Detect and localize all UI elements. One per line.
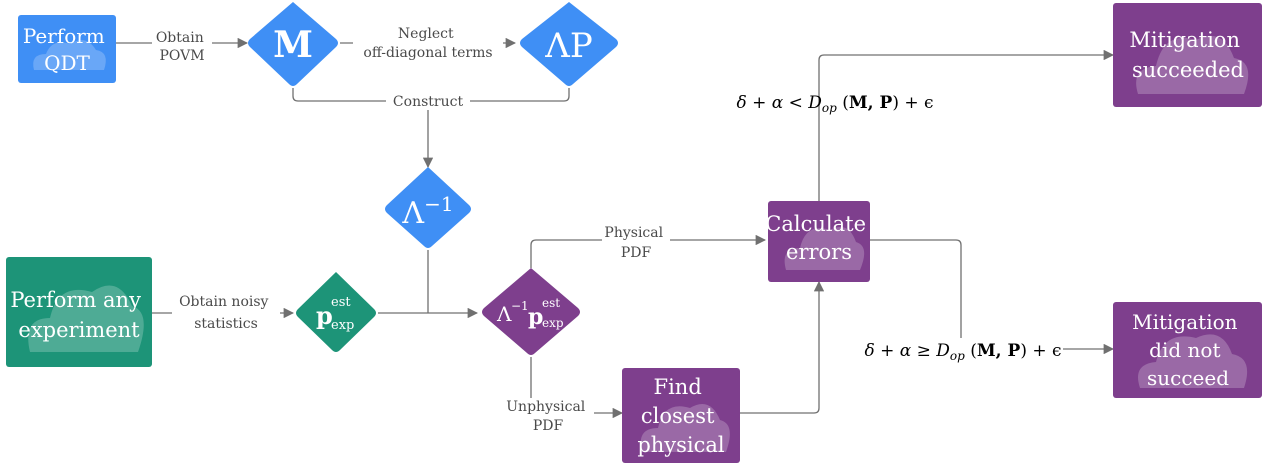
mitigation-failed-node: Mitigation did not succeed bbox=[1113, 302, 1262, 398]
svg-text:p: p bbox=[316, 301, 333, 330]
edge-physical-pdf bbox=[530, 234, 767, 268]
svg-text:est: est bbox=[542, 296, 560, 310]
svg-text:−1: −1 bbox=[511, 299, 529, 313]
calculate-errors-node: Calculate errors bbox=[765, 201, 872, 282]
svg-text:Calculate errors: Calculate errors bbox=[765, 212, 872, 264]
svg-text:Λ−1: Λ−1 bbox=[401, 192, 453, 231]
svg-text:Perform QDT: Perform QDT bbox=[23, 24, 111, 75]
lambda-inverse-p-diamond-node: Λ −1 p est exp bbox=[482, 268, 580, 355]
svg-text:Mitigation did not: Mitigation did not succeed bbox=[1132, 310, 1244, 390]
failure-condition: δ + α ≥ Dop (M, P) + ϵ bbox=[864, 341, 1061, 363]
svg-text:p: p bbox=[528, 304, 543, 330]
svg-text:Λ: Λ bbox=[496, 302, 512, 326]
svg-text:Mitigation succeeded: Mitigation succeeded bbox=[1129, 28, 1246, 82]
m-diamond-node: M bbox=[248, 2, 338, 86]
svg-text:M: M bbox=[273, 24, 313, 66]
success-condition: δ + α < Dop (M, P) + ϵ bbox=[736, 93, 933, 115]
svg-text:ΛP: ΛP bbox=[544, 26, 592, 66]
edge-labels: Obtain POVM Neglect off-diagonal terms C… bbox=[152, 26, 670, 436]
lambda-inverse-diamond-node: Λ−1 bbox=[385, 167, 471, 248]
find-closest-physical-node: Find closest physical bbox=[622, 368, 740, 463]
svg-text:exp: exp bbox=[331, 318, 354, 333]
svg-text:Perform any experiment: Perform any experiment bbox=[10, 288, 147, 342]
edge-to-failure-vertical bbox=[870, 239, 962, 340]
obtain-noisy-statistics-label: Obtain noisy statistics bbox=[179, 294, 273, 332]
obtain-povm-label: Obtain POVM bbox=[156, 30, 208, 64]
edge-find-to-calculate bbox=[740, 280, 825, 414]
mitigation-succeeded-node: Mitigation succeeded bbox=[1113, 3, 1262, 107]
perform-qdt-node: Perform QDT bbox=[18, 15, 116, 83]
perform-experiment-node: Perform any experiment bbox=[6, 257, 152, 367]
physical-pdf-label: Physical PDF bbox=[604, 225, 667, 261]
svg-text:exp: exp bbox=[542, 316, 564, 330]
edge-to-success bbox=[818, 49, 1115, 201]
p-est-diamond-node: p est exp bbox=[296, 272, 376, 352]
svg-text:Find closest physi: Find closest physical bbox=[637, 375, 725, 457]
unphysical-pdf-label: Unphysical PDF bbox=[506, 399, 589, 434]
construct-label: Construct bbox=[393, 94, 464, 110]
neglect-off-diagonal-label: Neglect off-diagonal terms bbox=[363, 26, 492, 61]
lambda-p-diamond-node: ΛP bbox=[520, 2, 618, 86]
svg-text:est: est bbox=[331, 295, 351, 310]
